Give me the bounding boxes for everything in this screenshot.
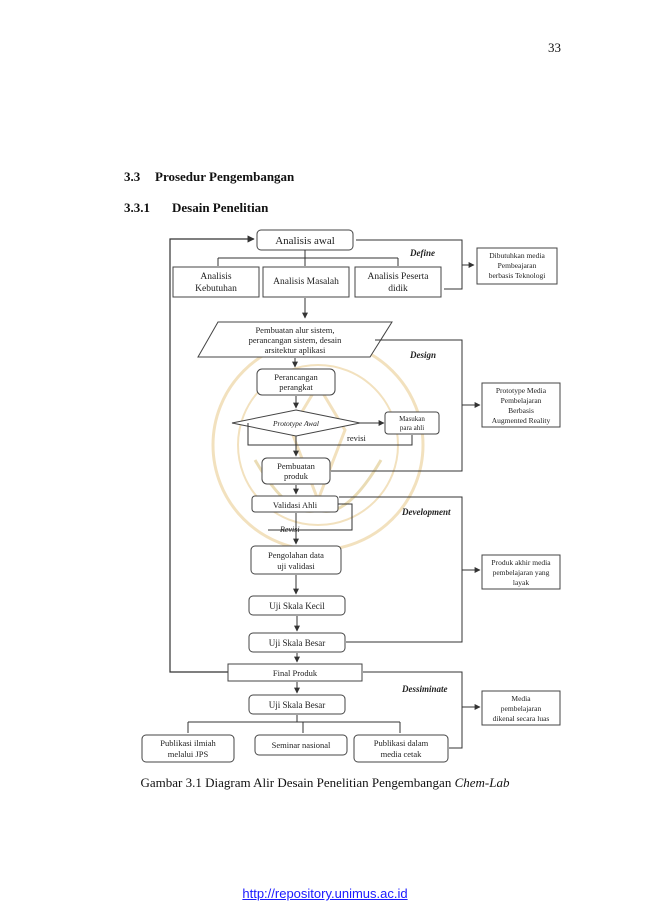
- phase-design: Design: [409, 350, 436, 360]
- output-design-line2: Pembelajaran: [501, 396, 542, 405]
- node-perancangan-line1: Perancangan: [274, 372, 318, 382]
- output-define-line2: Pembeajaran: [498, 261, 537, 270]
- node-analisis-peserta-line1: Analisis Peserta: [368, 272, 430, 282]
- node-publikasi-jps-line1: Publikasi ilmiah: [160, 738, 216, 748]
- section-number: 3.3: [124, 169, 141, 184]
- node-publikasi-cetak: [353, 734, 449, 763]
- node-analisis-peserta-line2: didik: [388, 284, 408, 294]
- node-pembuatan-alur-line1: Pembuatan alur sistem,: [255, 325, 334, 335]
- phase-development: Development: [401, 507, 451, 517]
- output-define-line1: Dibutuhkan media: [489, 251, 545, 260]
- node-final-produk: [227, 663, 363, 682]
- node-analisis-kebutuhan-line1: Analisis: [200, 272, 231, 282]
- output-design-line3: Berbasis: [508, 406, 534, 415]
- node-final-produk-label: Final Produk: [273, 668, 318, 678]
- node-pembuatan-produk: [261, 457, 331, 485]
- node-analisis-peserta: [354, 266, 442, 298]
- output-design-line4: Augmented Reality: [492, 416, 551, 425]
- node-masukan-line2: para ahli: [400, 424, 424, 432]
- node-analisis-masalah-label: Analisis Masalah: [273, 277, 339, 287]
- output-dessiminate-line2: pembelajaran: [501, 704, 542, 713]
- node-pembuatan-alur-line3: arsitektur aplikasi: [265, 345, 326, 355]
- node-pengolahan: [250, 545, 342, 575]
- node-pengolahan-line2: uji validasi: [277, 561, 315, 571]
- repository-link[interactable]: http://repository.unimus.ac.id: [242, 886, 408, 901]
- node-masukan-line1: Masukan: [399, 415, 425, 423]
- output-development: [481, 554, 561, 590]
- node-publikasi-cetak-line2: media cetak: [381, 749, 423, 759]
- output-development-line1: Produk akhir media: [491, 558, 551, 567]
- node-seminar-label: Seminar nasional: [272, 740, 331, 750]
- node-analisis-kebutuhan: [172, 266, 260, 298]
- figure-caption-italic: Chem-Lab: [454, 775, 510, 790]
- label-revisi-2: Revisi: [279, 525, 300, 534]
- output-dessiminate-line1: Media: [511, 694, 531, 703]
- node-publikasi-jps: [141, 734, 235, 763]
- subsection-number: 3.3.1: [124, 200, 150, 215]
- node-pembuatan-alur: [197, 321, 393, 358]
- output-define: [476, 247, 558, 285]
- output-design-line1: Prototype Media: [496, 386, 547, 395]
- node-pembuatan-alur-line2: perancangan sistem, desain: [249, 335, 343, 345]
- output-development-line2: pembelajaran yang: [493, 568, 550, 577]
- output-development-line3: layak: [513, 578, 529, 587]
- output-dessiminate-line3: dikenal secara luas: [493, 714, 550, 723]
- node-analisis-awal-label: Analisis awal: [275, 235, 335, 247]
- phase-define: Define: [409, 248, 435, 258]
- node-pengolahan-line1: Pengolahan data: [268, 550, 324, 560]
- output-define-line3: berbasis Teknologi: [489, 271, 546, 280]
- phase-dessiminate: Dessiminate: [401, 684, 448, 694]
- node-publikasi-jps-line2: melalui JPS: [168, 749, 209, 759]
- node-uji-besar-1: [248, 632, 346, 653]
- figure-caption: Gambar 3.1 Diagram Alir Desain Penelitia…: [0, 775, 650, 791]
- label-revisi-1: revisi: [347, 433, 367, 443]
- node-publikasi-cetak-line1: Publikasi dalam: [374, 738, 429, 748]
- subsection-title: Desain Penelitian: [172, 200, 269, 215]
- node-pembuatan-produk-line2: produk: [284, 471, 309, 481]
- node-uji-besar-1-label: Uji Skala Besar: [269, 638, 326, 648]
- section-title: Prosedur Pengembangan: [155, 169, 295, 184]
- node-uji-besar-2: [248, 694, 346, 715]
- node-perancangan: [256, 368, 336, 396]
- node-uji-kecil-label: Uji Skala Kecil: [269, 601, 325, 611]
- node-analisis-masalah: [262, 266, 350, 298]
- node-seminar: [254, 734, 348, 756]
- output-dessiminate: [481, 690, 561, 726]
- node-validasi-ahli-label: Validasi Ahli: [273, 500, 318, 510]
- node-masukan: [384, 411, 440, 435]
- output-design: [481, 382, 561, 428]
- node-pembuatan-produk-line1: Pembuatan: [277, 461, 316, 471]
- figure-caption-text: Gambar 3.1 Diagram Alir Desain Penelitia…: [140, 775, 455, 790]
- node-uji-kecil: [248, 595, 346, 616]
- node-uji-besar-2-label: Uji Skala Besar: [269, 700, 326, 710]
- node-prototype-awal-label: Prototype Awal: [272, 419, 319, 428]
- node-analisis-kebutuhan-line2: Kebutuhan: [195, 284, 237, 294]
- page-number: 33: [548, 40, 561, 55]
- node-perancangan-line2: perangkat: [279, 382, 313, 392]
